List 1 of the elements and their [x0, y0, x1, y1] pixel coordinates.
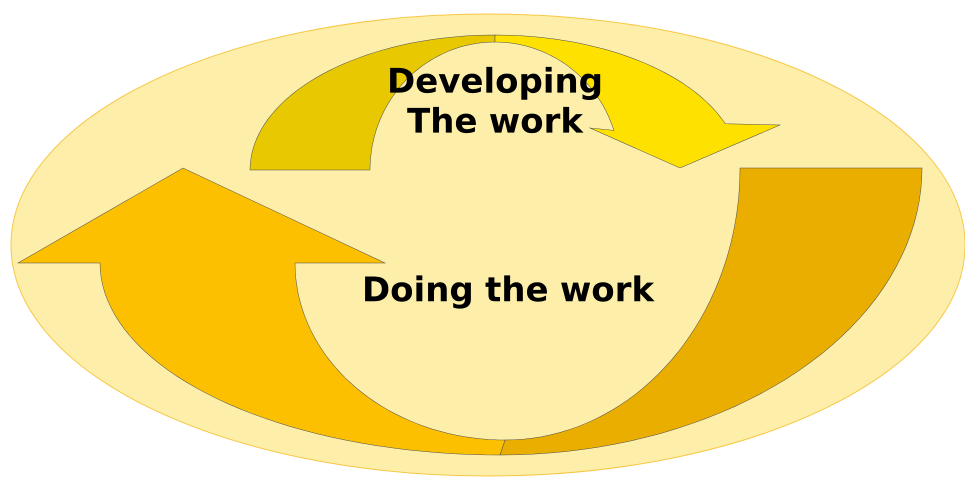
label: Doing the work	[365, 275, 655, 309]
